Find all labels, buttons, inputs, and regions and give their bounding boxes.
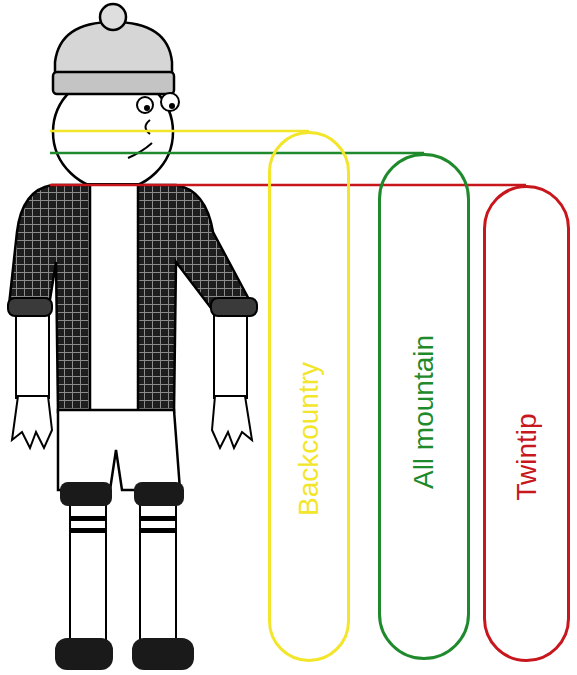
shirt-left [9, 185, 90, 412]
height-line [50, 130, 309, 133]
mouth [128, 143, 152, 158]
sock-stripe [140, 516, 176, 521]
knee-pad [134, 482, 184, 506]
snowboard: Twintip [483, 185, 570, 662]
shorts [58, 410, 180, 490]
sock-stripe [70, 516, 106, 521]
board-label: Twintip [513, 413, 541, 500]
hand [212, 396, 252, 448]
pupil [169, 103, 175, 109]
cuff [8, 298, 52, 316]
height-line [50, 184, 526, 187]
beanie-brim [53, 72, 174, 94]
forearm [16, 312, 49, 398]
eye [137, 97, 153, 113]
hand [12, 396, 52, 448]
pupil [144, 105, 150, 111]
shoe [132, 638, 194, 670]
board-label: Backcountry [295, 362, 323, 516]
sock-stripe [140, 528, 176, 533]
board-label: All mountain [410, 335, 438, 489]
eye [161, 93, 179, 111]
forearm [214, 312, 247, 398]
t-shirt [86, 184, 142, 412]
height-line [50, 152, 424, 155]
pompom [100, 4, 126, 30]
snowboard: Backcountry [268, 131, 350, 662]
cuff [211, 298, 257, 316]
sock [70, 500, 106, 642]
knee-pad [60, 482, 112, 506]
sock [140, 500, 176, 642]
snowboard: All mountain [378, 153, 470, 660]
shoe [55, 638, 113, 670]
sock-stripe [70, 528, 106, 533]
